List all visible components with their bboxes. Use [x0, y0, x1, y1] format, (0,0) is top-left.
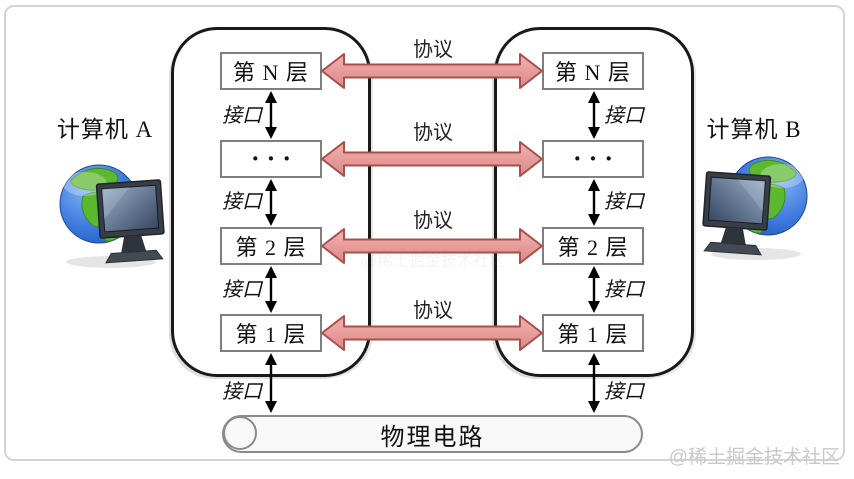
layer-box-a-n: 第 N 层: [220, 52, 322, 90]
layer-box-a-ellipsis: ···: [220, 140, 322, 178]
interface-label-a-1: 接口: [222, 105, 262, 127]
protocol-label-1: 协议: [413, 39, 453, 61]
computer-b-label: 计算机 B: [706, 117, 802, 142]
physical-circuit-bar: 物理电路: [222, 415, 643, 453]
interface-label-b-1: 接口: [604, 105, 644, 127]
circuit-end-cap: [223, 416, 257, 450]
interface-label-a-2: 接口: [222, 191, 262, 213]
layer-box-b-ellipsis: ···: [542, 140, 644, 178]
computer-a-label: 计算机 A: [56, 117, 154, 142]
layer-box-b-n: 第 N 层: [542, 52, 644, 90]
computer-a-icon: [55, 160, 170, 268]
layer-box-a-2: 第 2 层: [220, 227, 322, 265]
layer-box-a-1: 第 1 层: [220, 314, 322, 352]
interface-label-b-4: 接口: [604, 381, 644, 403]
interface-label-a-3: 接口: [222, 279, 262, 301]
watermark: @稀土掘金技术社区: [668, 447, 840, 468]
layer-box-b-1: 第 1 层: [542, 314, 644, 352]
protocol-label-3: 协议: [413, 210, 453, 232]
layer-box-b-2: 第 2 层: [542, 227, 644, 265]
physical-circuit-label: 物理电路: [380, 423, 485, 451]
ghost-watermark: @稀土掘金技术社区: [360, 253, 506, 270]
interface-label-a-4: 接口: [222, 381, 262, 403]
protocol-label-4: 协议: [413, 300, 453, 322]
interface-label-b-3: 接口: [604, 279, 644, 301]
interface-label-b-2: 接口: [604, 191, 644, 213]
protocol-label-2: 协议: [413, 122, 453, 144]
computer-b-icon: [697, 152, 812, 260]
